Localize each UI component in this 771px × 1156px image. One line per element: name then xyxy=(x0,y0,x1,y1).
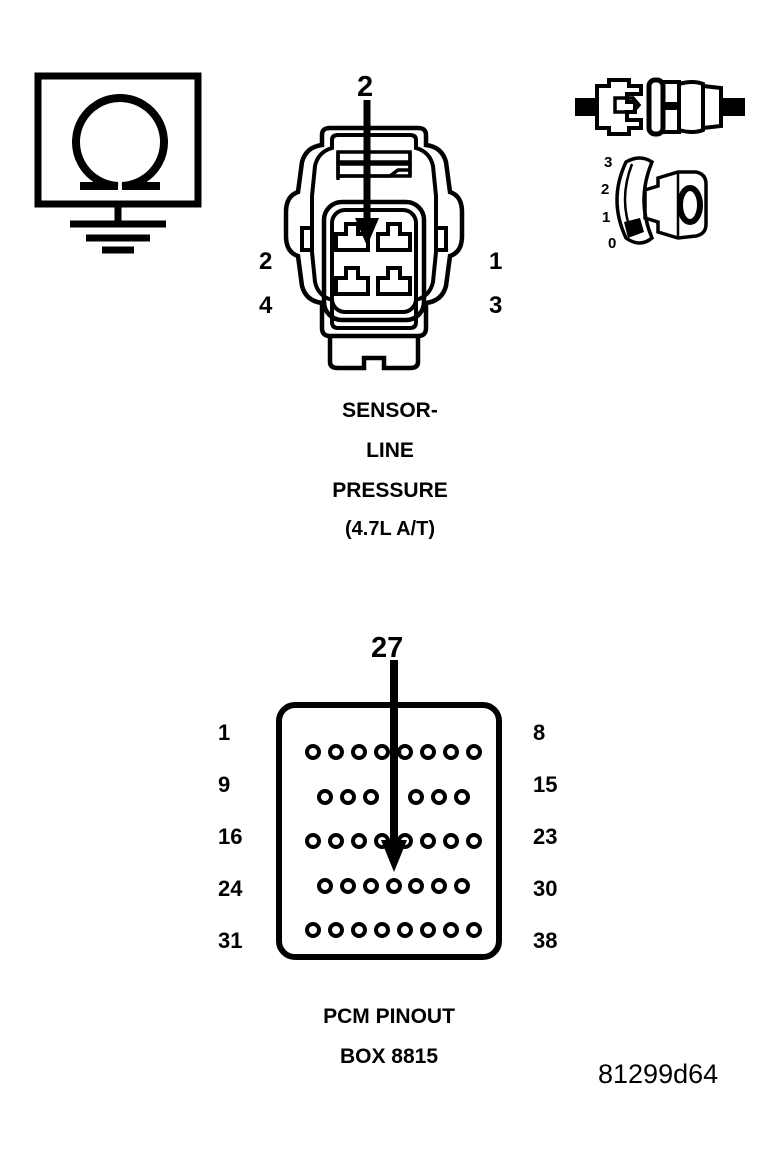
sensor-caption-line-3: PRESSURE xyxy=(332,479,448,502)
sensor-caption-line-4: (4.7L A/T) xyxy=(344,518,435,540)
pcm-row-label-left-16: 16 xyxy=(218,824,243,849)
sensor-caption-line-1: SENSOR- xyxy=(342,399,438,422)
ohm-ground-symbol xyxy=(30,68,210,254)
sensor-side-view xyxy=(575,72,760,142)
pcm-row-label-left-31: 31 xyxy=(218,928,243,953)
pcm-caption-line-1: PCM PINOUT xyxy=(323,1005,455,1028)
sensor-connector-callout-arrow xyxy=(352,100,392,250)
reference-id: 81299d64 xyxy=(598,1059,719,1089)
sensor-pin-label-3: 3 xyxy=(489,292,503,319)
sensor-caption-line-2: LINE xyxy=(366,439,414,462)
pcm-row-label-right-15: 15 xyxy=(533,772,558,797)
pcm-pin-hole-grid xyxy=(274,700,504,962)
pcm-callout-number: 27 xyxy=(371,632,404,664)
sensor-scale-label-3: 3 xyxy=(604,154,613,171)
sensor-connector-body xyxy=(280,100,500,390)
pcm-row-label-right-30: 30 xyxy=(533,876,558,901)
sensor-pin-label-1: 1 xyxy=(489,248,503,275)
sensor-scale-label-0: 0 xyxy=(608,235,617,252)
pcm-row-label-right-8: 8 xyxy=(533,720,546,745)
sensor-iso-view xyxy=(600,148,725,253)
sensor-scale-label-1: 1 xyxy=(602,209,611,226)
pcm-connector-box xyxy=(274,700,504,962)
pcm-row-label-right-23: 23 xyxy=(533,824,558,849)
pcm-callout-arrow xyxy=(380,660,414,875)
pcm-row-label-left-24: 24 xyxy=(218,876,243,901)
sensor-scale-label-2: 2 xyxy=(601,181,610,198)
pcm-row-label-right-38: 38 xyxy=(533,928,558,953)
sensor-pin-label-4: 4 xyxy=(259,292,273,319)
sensor-pin-label-2: 2 xyxy=(259,248,273,275)
pcm-caption-line-2: BOX 8815 xyxy=(339,1045,439,1068)
sensor-connector-callout-number: 2 xyxy=(357,71,374,103)
pcm-row-label-left-9: 9 xyxy=(218,772,231,797)
pcm-row-label-left-1: 1 xyxy=(218,720,231,745)
